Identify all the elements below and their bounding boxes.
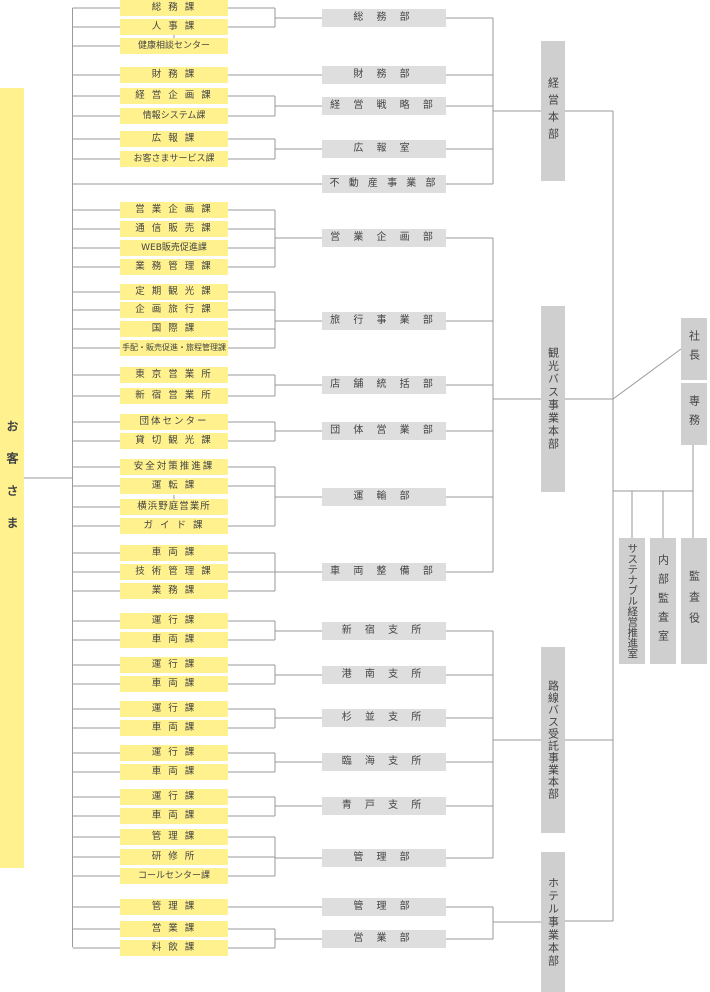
- section-box: 財 務 課: [120, 67, 228, 83]
- headquarters-box: 経営本部: [541, 41, 565, 181]
- department-box: 総 務 部: [322, 9, 446, 27]
- section-box: ガ イ ド 課: [120, 518, 228, 534]
- section-box: 人 事 課: [120, 19, 228, 35]
- section-box: 国 際 課: [120, 321, 228, 337]
- section-box: 運 行 課: [120, 745, 228, 761]
- department-box: 旅 行 事 業 部: [322, 312, 446, 330]
- department-box: 車 両 整 備 部: [322, 563, 446, 581]
- section-box: 料 飲 課: [120, 940, 228, 956]
- department-box: 営 業 企 画 部: [322, 229, 446, 247]
- section-box: 業 務 管 理 課: [120, 259, 228, 275]
- section-box: 車 両 課: [120, 676, 228, 692]
- department-box: 臨 海 支 所: [322, 753, 446, 771]
- department-box: 運 輸 部: [322, 488, 446, 506]
- section-box: 運 行 課: [120, 789, 228, 805]
- department-box: 経 営 戦 略 部: [322, 97, 446, 115]
- section-box: 営 業 企 画 課: [120, 202, 228, 218]
- section-box: 団体センター: [120, 414, 228, 430]
- staff-unit-box: サステナブル経営推進室: [619, 538, 645, 664]
- section-box: 運 行 課: [120, 613, 228, 629]
- section-box: 企 画 旅 行 課: [120, 302, 228, 318]
- department-box: 財 務 部: [322, 66, 446, 84]
- section-box: 健康相談センター: [120, 38, 228, 54]
- section-box: 経 営 企 画 課: [120, 88, 228, 104]
- department-box: 港 南 支 所: [322, 666, 446, 684]
- section-box: 定 期 観 光 課: [120, 284, 228, 300]
- department-box: 管 理 部: [322, 898, 446, 916]
- section-box: お客さまサービス課: [120, 151, 228, 167]
- section-box: 貸 切 観 光 課: [120, 433, 228, 449]
- section-box: 車 両 課: [120, 632, 228, 648]
- section-box: 総 務 課: [120, 0, 228, 16]
- headquarters-box: 路線バス受託事業本部: [541, 647, 565, 833]
- section-box: 東 京 営 業 所: [120, 367, 228, 383]
- connector-line: [612, 348, 682, 400]
- headquarters-box: ホテル事業本部: [541, 852, 565, 992]
- section-box: コールセンター課: [120, 868, 228, 884]
- department-box: 団 体 営 業 部: [322, 422, 446, 440]
- customer-box: お 客 さ ま: [0, 88, 24, 868]
- section-box: 横浜野庭営業所: [120, 499, 228, 515]
- executive-box-senior-director: 専務: [681, 383, 707, 445]
- section-box: 運 行 課: [120, 657, 228, 673]
- department-box: 杉 並 支 所: [322, 709, 446, 727]
- section-box: 管 理 課: [120, 899, 228, 915]
- department-box: 営 業 部: [322, 930, 446, 948]
- department-box: 不 動 産 事 業 部: [322, 175, 446, 193]
- section-box: 研 修 所: [120, 849, 228, 865]
- headquarters-box: 観光バス事業本部: [541, 306, 565, 492]
- section-box: 通 信 販 売 課: [120, 221, 228, 237]
- staff-unit-box: 内部監査室: [650, 538, 676, 664]
- section-box: 運 転 課: [120, 478, 228, 494]
- staff-unit-box: 監査役: [681, 538, 707, 664]
- section-box: 車 両 課: [120, 808, 228, 824]
- section-box: 業 務 課: [120, 583, 228, 599]
- section-box: 安全対策推進課: [120, 459, 228, 475]
- section-box: 広 報 課: [120, 131, 228, 147]
- section-box: 技 術 管 理 課: [120, 564, 228, 580]
- department-box: 新 宿 支 所: [322, 622, 446, 640]
- section-box: WEB販売促進課: [120, 240, 228, 256]
- section-box: 手配・販売促進・旅程管理課: [120, 340, 228, 356]
- section-box: 車 両 課: [120, 545, 228, 561]
- department-box: 広 報 室: [322, 140, 446, 158]
- section-box: 管 理 課: [120, 829, 228, 845]
- section-box: 運 行 課: [120, 701, 228, 717]
- department-box: 店 舗 統 括 部: [322, 376, 446, 394]
- section-box: 車 両 課: [120, 720, 228, 736]
- executive-box-president: 社長: [681, 318, 707, 380]
- department-box: 青 戸 支 所: [322, 797, 446, 815]
- department-box: 管 理 部: [322, 849, 446, 867]
- section-box: 営 業 課: [120, 921, 228, 937]
- section-box: 新 宿 営 業 所: [120, 388, 228, 404]
- section-box: 車 両 課: [120, 764, 228, 780]
- section-box: 情報システム課: [120, 108, 228, 124]
